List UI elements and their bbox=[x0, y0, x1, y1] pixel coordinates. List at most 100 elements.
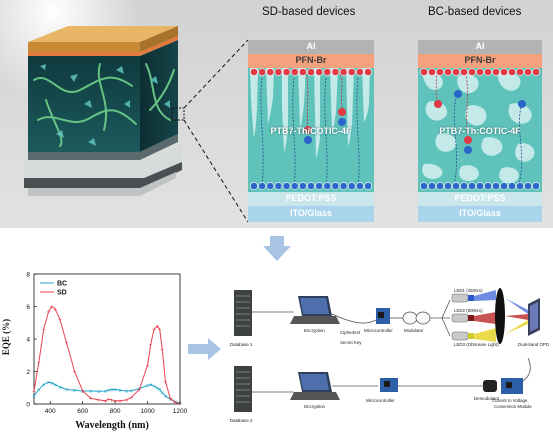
series-point-bc: × bbox=[118, 388, 122, 394]
series-point-bc: × bbox=[124, 389, 128, 395]
hole-charge bbox=[347, 182, 356, 190]
database-2-label: Database 2 bbox=[230, 418, 253, 423]
series-point-sd: + bbox=[145, 363, 149, 369]
hole-charge bbox=[323, 182, 332, 190]
bc-layer-active-label: PTB7-Th:COTIC-4F bbox=[439, 126, 521, 136]
series-point-bc: × bbox=[168, 397, 172, 403]
hole-charge bbox=[282, 182, 291, 190]
hole-charge bbox=[364, 182, 372, 190]
zoom-lines bbox=[183, 39, 249, 223]
electron-charge bbox=[500, 68, 508, 76]
electron-charge bbox=[364, 68, 372, 76]
series-point-bc: × bbox=[42, 383, 46, 389]
light-beams-icon bbox=[474, 290, 496, 342]
led3-label: LED3 (Obtrusive Light) bbox=[454, 342, 499, 347]
chart-xlabel: Wavelength (nm) bbox=[75, 420, 149, 431]
decryption-label: Decryption bbox=[304, 404, 325, 409]
series-point-sd: + bbox=[58, 318, 62, 324]
hole-charge bbox=[307, 182, 315, 190]
series-point-bc: × bbox=[103, 389, 107, 395]
sd-layer-pfn bbox=[248, 54, 374, 68]
bc-device-stack: Al PFN-Br bbox=[418, 40, 542, 222]
x-tick-label: 400 bbox=[45, 408, 56, 415]
electron-charge bbox=[444, 68, 452, 76]
down-arrow-icon bbox=[263, 236, 291, 261]
hole-charge bbox=[476, 182, 484, 190]
modulator-label: Modulator bbox=[404, 328, 424, 333]
y-tick-label: 0 bbox=[26, 402, 30, 409]
series-point-sd: + bbox=[173, 400, 177, 406]
series-point-bc: × bbox=[64, 387, 68, 393]
hole-charge bbox=[331, 182, 340, 190]
laptop-decryption-icon bbox=[290, 372, 340, 400]
bc-layer-al bbox=[418, 40, 542, 54]
secret-key-label: Secret Key bbox=[340, 340, 362, 345]
electron-charge bbox=[282, 68, 291, 76]
sd-layer-pedot bbox=[248, 192, 374, 206]
series-line-bc bbox=[33, 381, 181, 404]
electron-charge bbox=[266, 68, 275, 76]
series-point-sd: + bbox=[110, 398, 114, 404]
electron-charge bbox=[492, 68, 500, 76]
microcontroller-bottom-icon bbox=[380, 378, 398, 392]
electron-charge bbox=[250, 68, 258, 76]
y-tick-label: 4 bbox=[26, 337, 30, 344]
series-point-bc: × bbox=[178, 401, 182, 407]
sd-layer-al bbox=[248, 40, 374, 54]
electron-charge bbox=[436, 68, 444, 76]
series-point-sd: + bbox=[149, 342, 153, 348]
series-point-bc: × bbox=[53, 383, 57, 389]
hole-charge bbox=[444, 182, 452, 190]
series-point-bc: × bbox=[110, 387, 114, 393]
series-point-sd: + bbox=[107, 397, 111, 403]
hole-charge bbox=[436, 182, 444, 190]
x-tick-label: 1000 bbox=[140, 408, 155, 415]
hole-charge bbox=[355, 182, 364, 190]
series-point-bc: × bbox=[149, 383, 153, 389]
dual-band-opd-icon bbox=[528, 298, 540, 336]
series-point-bc: × bbox=[113, 387, 117, 393]
led1-label: LED1 (450nm) bbox=[454, 288, 483, 293]
electron-charge bbox=[484, 68, 492, 76]
series-point-sd: + bbox=[103, 399, 107, 405]
series-point-sd: + bbox=[72, 370, 76, 376]
bc-layer-al-label: Al bbox=[475, 41, 485, 51]
series-point-bc: × bbox=[46, 380, 50, 386]
hole-charge bbox=[339, 182, 348, 190]
electron-charge bbox=[355, 68, 364, 76]
electron-charge bbox=[532, 68, 540, 76]
sd-layer-active-label: PTB7-Th/COTIC-4F bbox=[270, 126, 352, 136]
bc-layer-pfn-label: PFN-Br bbox=[464, 55, 496, 65]
electron-charge bbox=[298, 68, 307, 76]
series-point-bc: × bbox=[129, 389, 133, 395]
hole-charge bbox=[492, 182, 500, 190]
series-point-sd: + bbox=[46, 309, 50, 315]
eqe-chart: ××××××××××××××××××××××××××××××++++++++++… bbox=[1, 272, 188, 432]
bc-layer-pfn bbox=[418, 54, 542, 68]
led3-icon bbox=[451, 331, 474, 341]
hole-charge bbox=[290, 182, 299, 190]
sd-layer-ito bbox=[248, 206, 374, 222]
demodulator-icon bbox=[483, 380, 497, 392]
electron-charge bbox=[347, 68, 356, 76]
device-cube-illustration bbox=[0, 0, 215, 228]
bc-active-layer bbox=[418, 68, 542, 192]
focused-beams-icon bbox=[505, 298, 528, 334]
hole-charge bbox=[468, 182, 476, 190]
x-tick-label: 1200 bbox=[173, 408, 188, 415]
electron-charge bbox=[258, 68, 267, 76]
series-point-sd: + bbox=[42, 327, 46, 333]
hole-charge bbox=[266, 182, 275, 190]
electron-charge bbox=[315, 68, 324, 76]
opd-label: Dual-band OPD bbox=[518, 342, 549, 347]
electron-charge bbox=[468, 68, 476, 76]
series-point-bc: × bbox=[97, 389, 101, 395]
sd-layer-pfn-label: PFN-Br bbox=[295, 55, 327, 65]
hole-charge bbox=[484, 182, 492, 190]
series-point-bc: × bbox=[72, 388, 76, 394]
converter-label-line1: Current to Voltage bbox=[492, 398, 528, 403]
electron-charge bbox=[307, 68, 315, 76]
series-point-bc: × bbox=[58, 385, 62, 391]
series-point-bc: × bbox=[155, 386, 159, 392]
device-architecture-panel: SD-based devices Al PFN-Br bbox=[0, 0, 553, 228]
